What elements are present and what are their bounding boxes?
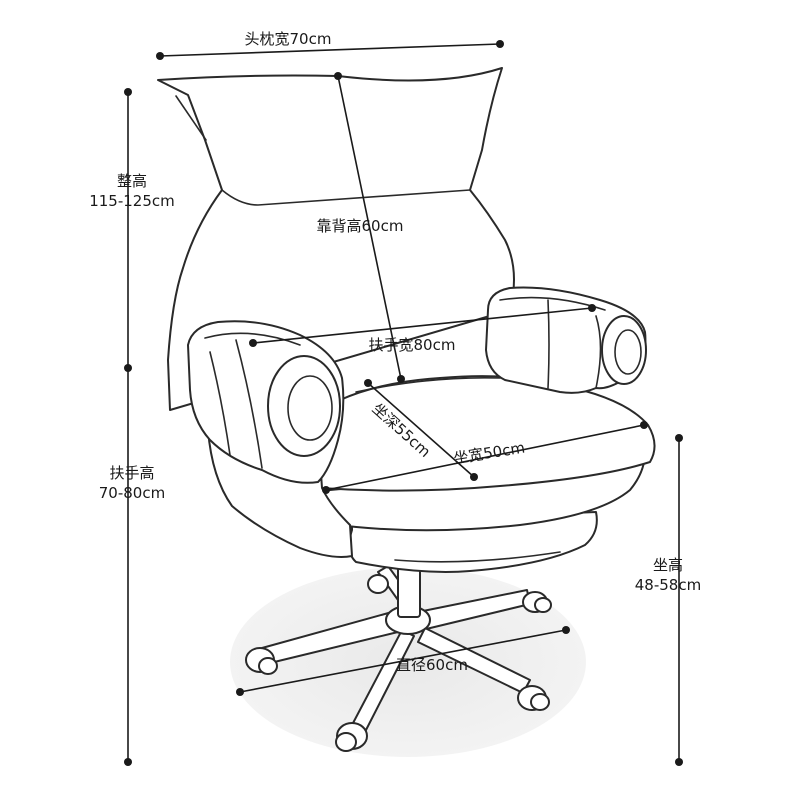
seat-height-title: 坐高 bbox=[653, 556, 683, 574]
total-height-dimension bbox=[124, 88, 132, 372]
caster-front bbox=[335, 722, 368, 752]
floor-shadow bbox=[230, 567, 586, 757]
seat-height-dimension bbox=[675, 434, 683, 766]
seat-height-value: 48-58cm bbox=[635, 576, 701, 594]
headrest-width-dimension bbox=[156, 40, 504, 60]
base-diameter-label: 直径60cm bbox=[396, 656, 468, 674]
chair-armrest-left bbox=[187, 320, 345, 484]
armrest-height-dimension bbox=[124, 368, 132, 766]
armrest-height-value: 70-80cm bbox=[99, 484, 165, 502]
headrest-width-label: 头枕宽70cm bbox=[245, 30, 332, 48]
chair-seat-cushion bbox=[318, 375, 656, 492]
armrest-height-title: 扶手高 bbox=[109, 464, 154, 482]
seat-width-dimension bbox=[322, 421, 648, 494]
total-height-value: 115-125cm bbox=[89, 192, 175, 210]
chair-armrest-right bbox=[485, 286, 647, 394]
chair-base bbox=[245, 564, 552, 752]
caster-right bbox=[522, 591, 552, 613]
caster-left bbox=[245, 647, 278, 675]
seat-depth-dimension bbox=[364, 379, 478, 481]
armrest-width-dimension bbox=[249, 304, 596, 347]
caster-front-right bbox=[517, 685, 550, 711]
armrest-width-label: 扶手宽80cm bbox=[369, 336, 456, 354]
caster-back bbox=[367, 574, 389, 594]
base-diameter-dimension bbox=[236, 626, 570, 696]
chair-illustration bbox=[157, 67, 656, 752]
total-height-title: 整高 bbox=[117, 172, 147, 190]
backrest-height-label: 靠背高60cm bbox=[317, 217, 404, 235]
